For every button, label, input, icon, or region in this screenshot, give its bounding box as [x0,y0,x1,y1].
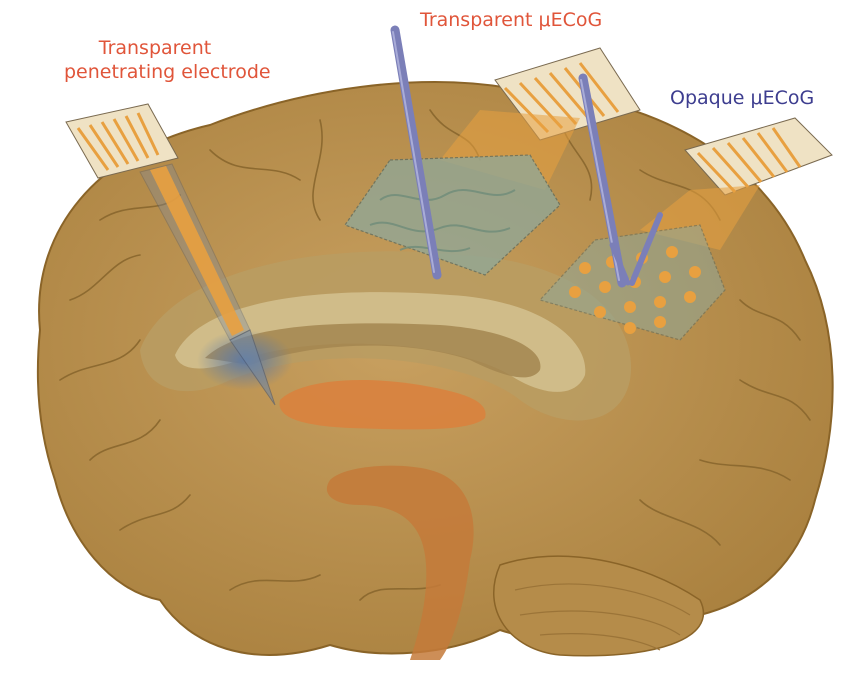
label-line-2: penetrating electrode [64,60,246,84]
label-opaque-uecog: Opaque μECoG [670,86,814,110]
label-line-1: Transparent [64,36,246,60]
label-transparent-penetrating-electrode: Transparent penetrating electrode [64,36,246,84]
label-transparent-uecog: Transparent μECoG [420,8,602,32]
